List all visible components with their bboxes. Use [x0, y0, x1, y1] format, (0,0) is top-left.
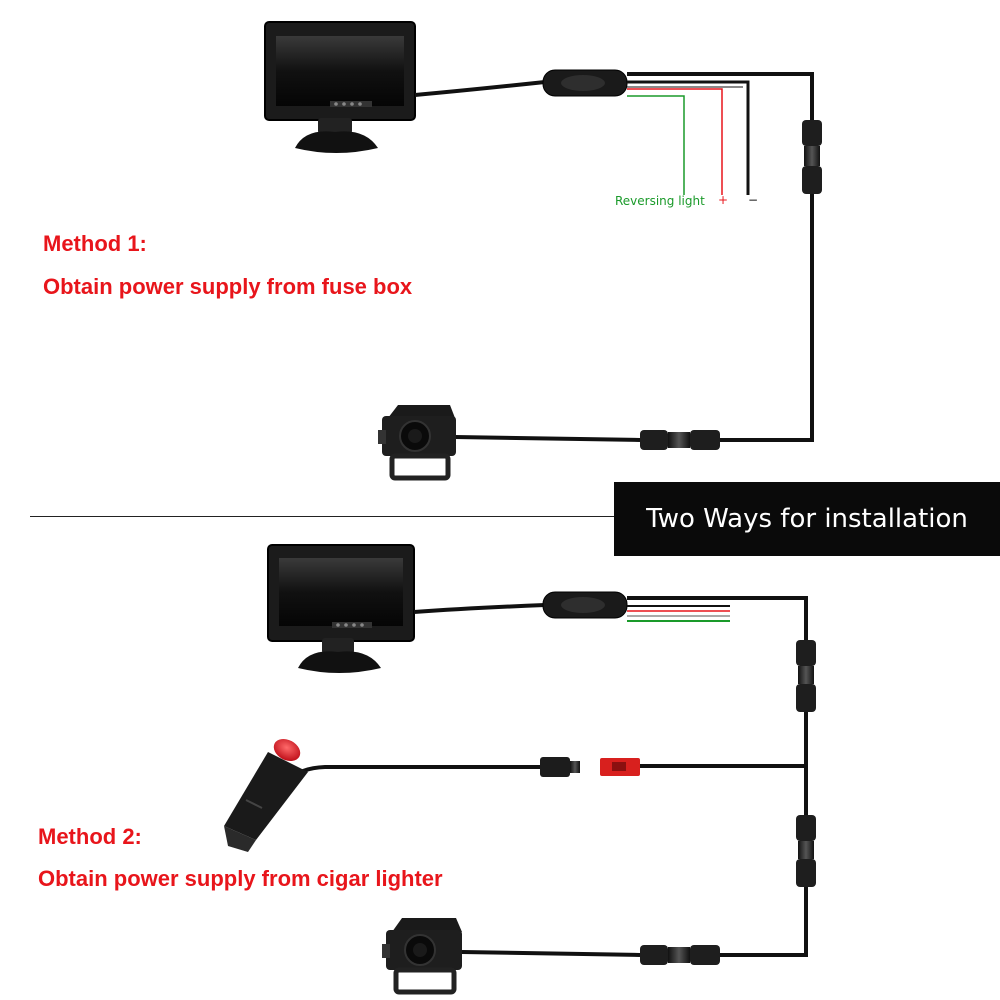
plus-label: +: [718, 193, 729, 207]
method1-subtitle: Obtain power supply from fuse box: [43, 274, 413, 299]
connector-icon: [640, 430, 720, 450]
reversing-light-label: Reversing light: [615, 194, 705, 208]
connector-icon: [640, 945, 720, 965]
connector-icon: [540, 757, 580, 777]
method2-subtitle: Obtain power supply from cigar lighter: [38, 866, 443, 891]
inline-switch-icon: [542, 591, 628, 619]
banner-text: Two Ways for installation: [646, 504, 968, 534]
connector-icon: [802, 120, 822, 194]
camera-icon: [382, 918, 462, 995]
monitor-icon: [264, 21, 416, 153]
camera-icon: [378, 405, 456, 481]
monitor-icon: [267, 544, 415, 673]
connector-icon: [600, 758, 640, 776]
section-divider: [30, 516, 614, 517]
inline-switch-icon: [542, 69, 628, 97]
minus-label: −: [748, 193, 759, 207]
method2-title: Method 2:: [38, 824, 142, 849]
cigar-lighter-plug-icon: [224, 738, 308, 852]
method1-title: Method 1:: [43, 231, 147, 256]
connector-icon: [796, 640, 816, 712]
connector-icon: [796, 815, 816, 887]
title-banner: Two Ways for installation: [614, 482, 1000, 556]
